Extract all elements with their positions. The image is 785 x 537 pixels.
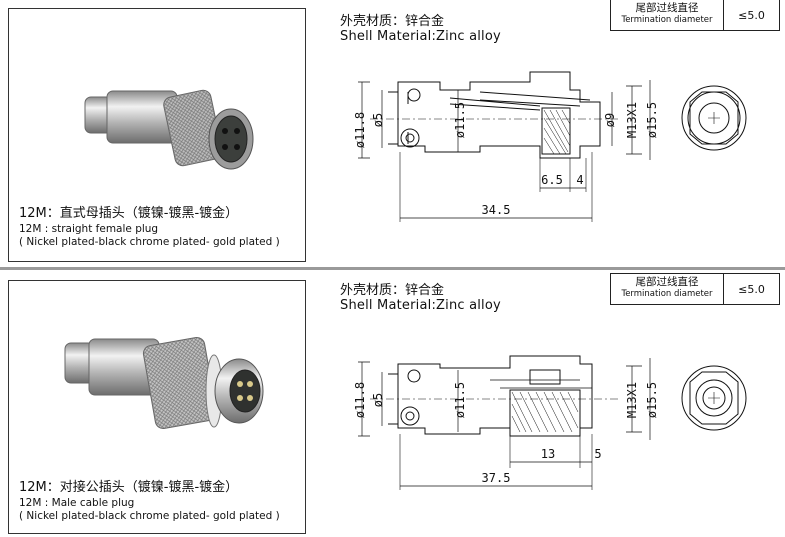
termination-en: Termination diameter [621, 15, 713, 25]
caption-cn: 12M：直式母插头（镀镍-镀黑-镀金） [19, 206, 239, 221]
termination-label: 尾部过线直径 Termination diameter [611, 274, 724, 304]
caption-plating: ( Nickel plated-black chrome plated- gol… [19, 236, 280, 249]
product-photo-frame: 12M：直式母插头（镀镍-镀黑-镀金） 12M : straight femal… [8, 8, 306, 262]
dim-d4: ø9 [603, 113, 617, 127]
caption-plating: ( Nickel plated-black chrome plated- gol… [19, 510, 280, 523]
product-caption: 12M：对接公插头（镀镍-镀黑-镀金） 12M : Male cable plu… [19, 480, 280, 524]
material-cn: 外壳材质：锌合金 [340, 14, 445, 29]
caption-en: 12M : straight female plug [19, 222, 159, 235]
technical-drawing-male: ø11.8 ø5 ø11.5 M13X1 ø15.5 13 5 37.5 [353, 355, 747, 490]
dim-len-a: 13 [541, 447, 555, 461]
dim-d1: ø11.8 [353, 112, 367, 148]
termination-table: 尾部过线直径 Termination diameter ≤5.0 [610, 273, 780, 305]
caption-cn: 12M：对接公插头（镀镍-镀黑-镀金） [19, 480, 239, 495]
product-panel-male: 12M：对接公插头（镀镍-镀黑-镀金） 12M : Male cable plu… [0, 270, 785, 537]
dim-len-b: 5 [594, 447, 601, 461]
termination-value: ≤5.0 [738, 282, 765, 296]
material-en: Shell Material:Zinc alloy [340, 29, 501, 44]
dim-d1: ø11.8 [353, 382, 367, 418]
caption-en: 12M : Male cable plug [19, 496, 135, 509]
male-plug-photo [64, 337, 264, 429]
product-caption: 12M：直式母插头（镀镍-镀黑-镀金） 12M : straight femal… [19, 206, 280, 250]
product-panel-female: 12M：直式母插头（镀镍-镀黑-镀金） 12M : straight femal… [0, 0, 785, 267]
dim-d3: ø11.5 [453, 382, 467, 418]
termination-label: 尾部过线直径 Termination diameter [611, 0, 724, 30]
termination-cn: 尾部过线直径 [635, 2, 699, 14]
termination-table: 尾部过线直径 Termination diameter ≤5.0 [610, 0, 780, 31]
termination-cn: 尾部过线直径 [635, 276, 699, 288]
termination-value: ≤5.0 [738, 8, 765, 22]
female-plug-photo [84, 89, 254, 170]
dim-thread: M13X1 [625, 382, 639, 418]
dim-len-b: 4 [576, 173, 583, 187]
product-photo-frame: 12M：对接公插头（镀镍-镀黑-镀金） 12M : Male cable plu… [8, 280, 306, 534]
dim-total: 37.5 [482, 471, 511, 485]
dim-d2: ø5 [371, 113, 385, 127]
dim-d6: ø15.5 [645, 102, 659, 138]
termination-en: Termination diameter [621, 289, 713, 299]
section-divider [0, 267, 785, 270]
dim-d6: ø15.5 [645, 382, 659, 418]
dim-len-a: 6.5 [541, 173, 563, 187]
dim-thread: M13X1 [625, 102, 639, 138]
material-cn: 外壳材质：锌合金 [340, 283, 445, 298]
dim-d2: ø5 [371, 393, 385, 407]
material-en: Shell Material:Zinc alloy [340, 298, 501, 313]
material-label: 外壳材质：锌合金 Shell Material:Zinc alloy [340, 10, 501, 44]
technical-drawing-female: ø11.8 ø5 ø11.5 ø9 M13X1 ø15.5 6.5 4 34.5 [353, 71, 747, 222]
dim-d3: ø11.5 [453, 102, 467, 138]
dim-total: 34.5 [482, 203, 511, 217]
material-label: 外壳材质：锌合金 Shell Material:Zinc alloy [340, 279, 501, 313]
